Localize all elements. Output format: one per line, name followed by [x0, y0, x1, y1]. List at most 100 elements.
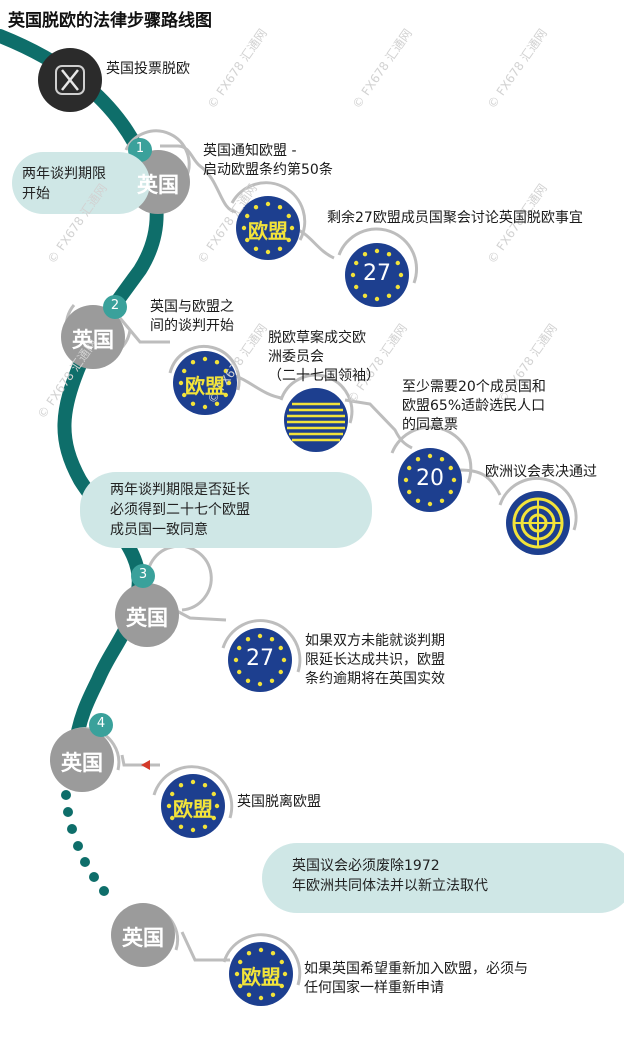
note-leave: 英国脱离欧盟	[237, 794, 321, 810]
eu-star-icon	[362, 252, 368, 257]
eu-star-icon	[386, 252, 392, 257]
uk-label-5: 英国	[122, 926, 164, 950]
step-badge-2	[103, 295, 127, 319]
eu-star-icon	[407, 489, 412, 495]
eu-star-icon	[415, 457, 421, 462]
eu-star-icon	[362, 293, 368, 298]
eu-star-icon	[395, 260, 400, 266]
eu-star-icon	[190, 360, 196, 365]
eu-star-icon	[407, 465, 412, 471]
note-draft: 脱欧草案成交欧 洲委员会 （二十七国领袖）	[268, 330, 380, 384]
note-approval: 至少需要20个成员国和 欧盟65%适龄选民人口 的同意票	[402, 379, 546, 433]
eu-star-icon	[282, 971, 288, 977]
step-badge-4	[89, 713, 113, 737]
eu-star-icon	[178, 783, 184, 788]
uk-label-1: 英国	[137, 173, 179, 197]
eu-star-icon	[182, 392, 187, 398]
eu-star-icon	[257, 633, 263, 639]
note-step2: 英国与欧盟之 间的谈判开始	[150, 299, 234, 334]
eu-star-icon	[237, 669, 242, 675]
eu-star-icon	[211, 791, 216, 797]
eu-flag-4	[229, 942, 293, 1006]
eu-star-icon	[427, 501, 433, 507]
uk-label-2: 英国	[72, 328, 114, 352]
eu-star-icon	[202, 404, 208, 410]
eu-star-icon	[277, 246, 283, 251]
eu-star-icon	[190, 779, 196, 785]
eu-star-icon	[253, 205, 259, 210]
eu-label-3: 欧盟	[173, 797, 213, 821]
eu-star-icon	[451, 477, 457, 483]
eu-star-icon	[374, 296, 380, 302]
eu-star-icon	[245, 237, 250, 243]
eu-star-icon	[245, 637, 251, 642]
eu-star-icon	[265, 201, 271, 207]
eu-star-icon	[214, 803, 220, 809]
eu-label-1: 欧盟	[248, 219, 288, 243]
eu-star-icon	[415, 498, 421, 503]
step-number-2: 2	[110, 298, 120, 313]
eu-star-icon	[279, 959, 284, 965]
note-step1: 英国通知欧盟 - 启动欧盟条约第50条	[203, 143, 333, 178]
eu-star-icon	[253, 246, 259, 251]
eu-star-icon	[237, 645, 242, 651]
eu-star-icon	[211, 815, 216, 821]
x-circle-icon	[38, 48, 102, 112]
note-negotiation-limit: 两年谈判期限 开始	[22, 166, 106, 202]
uk-label-3: 英国	[126, 606, 168, 630]
eu-star-icon	[170, 815, 175, 821]
eu-star-icon	[398, 272, 404, 278]
eu-star-icon	[246, 992, 252, 997]
eu-star-icon	[403, 477, 409, 483]
eu-star-icon	[279, 983, 284, 989]
eu-star-icon	[354, 284, 359, 290]
eu-star-icon	[182, 368, 187, 374]
page-title: 英国脱欧的法律步骤路线图	[8, 11, 212, 31]
eu-star-icon	[286, 237, 291, 243]
note-eu27-meeting: 剩余27欧盟成员国聚会讨论英国脱欧事宜	[327, 210, 583, 226]
eu-star-icon	[245, 213, 250, 219]
eu-star-icon	[278, 645, 283, 651]
eu-star-icon	[448, 465, 453, 471]
eu20-badge	[398, 448, 462, 512]
eu-star-icon	[245, 678, 251, 683]
eu-star-icon	[178, 824, 184, 829]
note-parliament: 欧洲议会表决通过	[485, 464, 597, 480]
start-label: 英国投票脱欧	[106, 61, 190, 77]
eu-star-icon	[202, 356, 208, 362]
eu-star-icon	[354, 260, 359, 266]
eu-star-icon	[269, 637, 275, 642]
eu-star-icon	[202, 783, 208, 788]
note-extension: 两年谈判期限是否延长 必须得到二十七个欧盟 成员国一致同意	[110, 482, 250, 538]
step-badge-3	[131, 564, 155, 588]
eu-flag-2	[173, 351, 237, 415]
eu-star-icon	[270, 992, 276, 997]
note-no-consensus: 如果双方未能就谈判期 限延长达成共识，欧盟 条约逾期将在英国实效	[305, 633, 445, 687]
eu-star-icon	[234, 971, 240, 977]
eu-circles	[161, 196, 462, 1006]
eu-label-2: 欧盟	[185, 374, 225, 398]
eu-star-icon	[277, 205, 283, 210]
eu-stars	[166, 201, 457, 1001]
eu-star-icon	[166, 803, 172, 809]
eu-star-icon	[286, 213, 291, 219]
eu-star-icon	[374, 248, 380, 254]
eu-label-4: 欧盟	[241, 965, 281, 989]
road-dots	[61, 790, 109, 896]
eu-star-icon	[270, 951, 276, 956]
eu-flag-3	[161, 774, 225, 838]
uk-label-4: 英国	[61, 751, 103, 775]
eu27-badge-1	[345, 243, 409, 307]
eu-star-icon	[178, 380, 184, 386]
eu-parliament-icon	[506, 491, 570, 555]
eu-star-icon	[214, 401, 220, 406]
eu-star-icon	[190, 827, 196, 833]
eu-star-icon	[223, 392, 228, 398]
eu-star-icon	[439, 457, 445, 462]
eu-star-icon	[258, 995, 264, 1001]
commission-stripes	[287, 402, 345, 442]
eu-star-icon	[226, 380, 232, 386]
red-arrow-icon	[141, 760, 150, 770]
eu-commission-icon	[284, 388, 348, 452]
